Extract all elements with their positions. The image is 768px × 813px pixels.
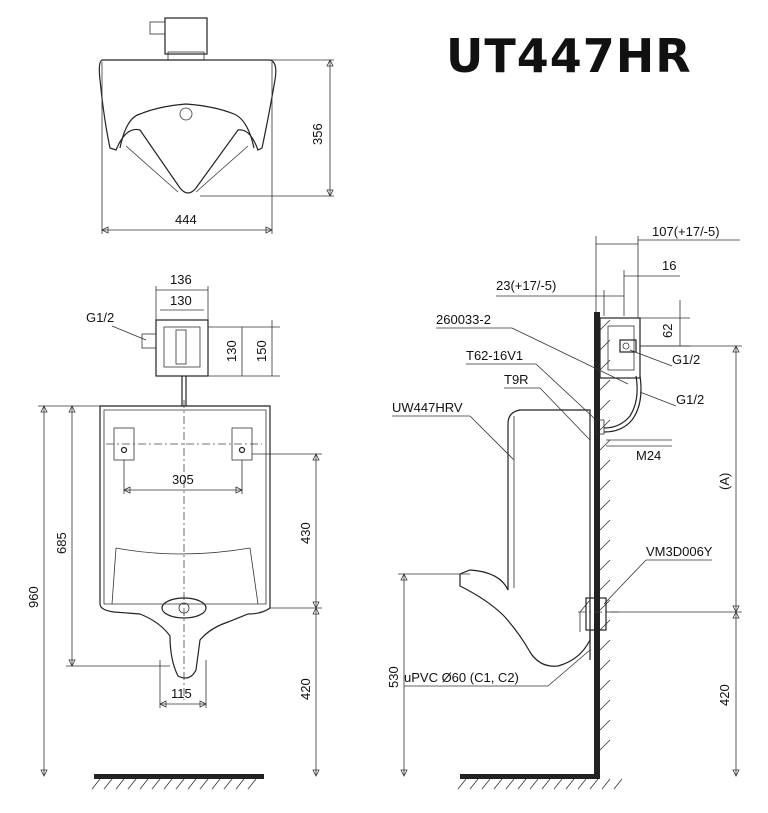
label-g12-upper: G1/2 [672,352,700,367]
rim-to-bracket-dimension: 430 [298,522,313,544]
top-sensor-valve [149,21,166,35]
label-g12-lower: G1/2 [676,392,704,407]
label-body: UW447HRV [392,400,463,415]
label-260033: 260033-2 [436,312,491,327]
top-view: 444 356 [98,17,334,234]
bracket-height-dimension: 685 [54,532,69,554]
front-outlet [161,597,207,619]
side-urinal-body [459,409,591,667]
model-title: UT447HR [446,29,692,83]
front-floor [94,774,264,779]
front-urinal-body [99,405,271,679]
floor-to-outlet-dimension: 420 [717,684,732,706]
sensor-outer-height: 150 [254,340,269,362]
rim-height-dimension: 420 [298,678,313,700]
top-depth-dimension: 356 [310,123,325,145]
top-width-dimension: 444 [175,212,197,227]
side-wall [594,312,600,778]
bracket-spacing-dimension: 305 [172,472,194,487]
wall-offset-dimension: 23(+17/-5) [496,278,556,293]
side-outlet-fitting [585,597,607,631]
side-supply-hose [603,375,638,429]
sensor-inner-width: 130 [170,293,192,308]
projection-dimension: 107(+17/-5) [652,224,720,239]
height-62-dimension: 62 [660,324,675,338]
side-floor [460,774,600,779]
label-t62: T62-16V1 [466,348,523,363]
front-inlet-label: G1/2 [86,310,114,325]
side-view: 260033-2 T62-16V1 T9R UW447HRV G1/2 G1/2… [386,224,742,790]
label-drain-pipe: uPVC Ø60 (C1, C2) [404,670,519,685]
outlet-width-dimension: 115 [171,686,192,701]
sensor-outer-width: 136 [170,272,192,287]
drain-height-dimension: 530 [386,666,401,688]
side-sensor-box [599,317,641,379]
sensor-inner-height: 130 [224,340,239,362]
top-sensor-box [164,17,208,55]
label-t9r: T9R [504,372,529,387]
top-bowl-outline [98,59,277,194]
label-vm3: VM3D006Y [646,544,713,559]
front-view: G1/2 136 130 130 150 [26,272,322,790]
dimension-a: (A) [717,473,732,490]
offset-16-dimension: 16 [662,258,676,273]
total-height-dimension: 960 [26,586,41,608]
label-m24: M24 [636,448,661,463]
front-inlet-valve [141,333,157,349]
